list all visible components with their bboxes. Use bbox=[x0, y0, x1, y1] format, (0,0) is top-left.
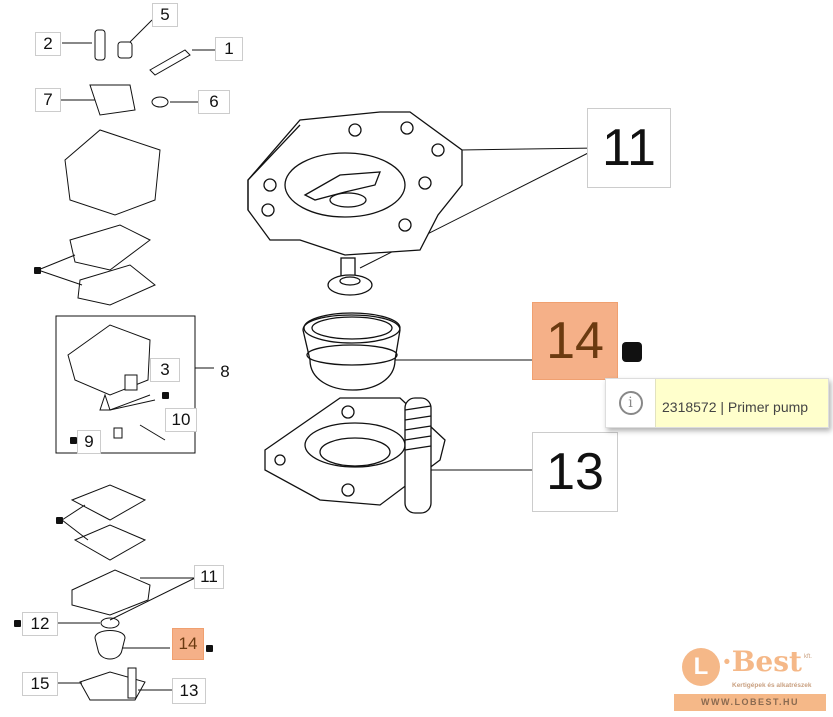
part-14-primer-pump bbox=[302, 312, 401, 391]
callout-15[interactable]: 15 bbox=[22, 672, 58, 696]
part-12-valve bbox=[327, 257, 373, 296]
callout-3[interactable]: 3 bbox=[150, 358, 180, 382]
callout-14-highlighted[interactable]: 14 bbox=[172, 628, 204, 660]
callout-14-large-highlighted[interactable]: 14 bbox=[532, 302, 618, 380]
logo-mark: L bbox=[682, 648, 720, 686]
info-icon: i bbox=[606, 379, 656, 427]
callout-12[interactable]: 12 bbox=[22, 612, 58, 636]
callout-11[interactable]: 11 bbox=[194, 565, 224, 589]
callout-11-large[interactable]: 11 bbox=[587, 108, 671, 188]
gasket-set-marker bbox=[206, 645, 213, 652]
logo-url: WWW.LOBEST.HU bbox=[674, 694, 826, 711]
tooltip-text: 2318572 | Primer pump bbox=[662, 399, 809, 415]
callout-10[interactable]: 10 bbox=[165, 408, 197, 432]
gasket-set-marker bbox=[14, 620, 21, 627]
gasket-set-marker bbox=[622, 342, 642, 362]
logo-name: ·Best bbox=[722, 645, 802, 678]
lobest-logo: L ·Best kft. Kertigépek és alkatrészek W… bbox=[672, 645, 830, 713]
left-column-drawing bbox=[37, 19, 220, 701]
callout-7[interactable]: 7 bbox=[35, 88, 61, 112]
logo-name-row: ·Best kft. bbox=[722, 647, 812, 679]
logo-tagline: Kertigépek és alkatrészek bbox=[732, 682, 812, 689]
gasket-set-marker bbox=[56, 517, 63, 524]
callout-13-large[interactable]: 13 bbox=[532, 432, 618, 512]
part-tooltip: i 2318572 | Primer pump bbox=[605, 378, 829, 428]
gasket-set-marker bbox=[70, 437, 77, 444]
callout-8[interactable]: 8 bbox=[214, 360, 236, 384]
callout-6[interactable]: 6 bbox=[198, 90, 230, 114]
logo-suffix: kft. bbox=[803, 654, 812, 660]
callout-5[interactable]: 5 bbox=[152, 3, 178, 27]
part-13-base-plate bbox=[264, 397, 446, 514]
callout-13[interactable]: 13 bbox=[172, 678, 206, 704]
callout-2[interactable]: 2 bbox=[35, 32, 61, 56]
callout-1[interactable]: 1 bbox=[215, 37, 243, 61]
gasket-set-marker bbox=[162, 392, 169, 399]
gasket-set-marker bbox=[34, 267, 41, 274]
part-11-diaphragm-cover bbox=[247, 111, 463, 256]
callout-9[interactable]: 9 bbox=[77, 430, 101, 454]
